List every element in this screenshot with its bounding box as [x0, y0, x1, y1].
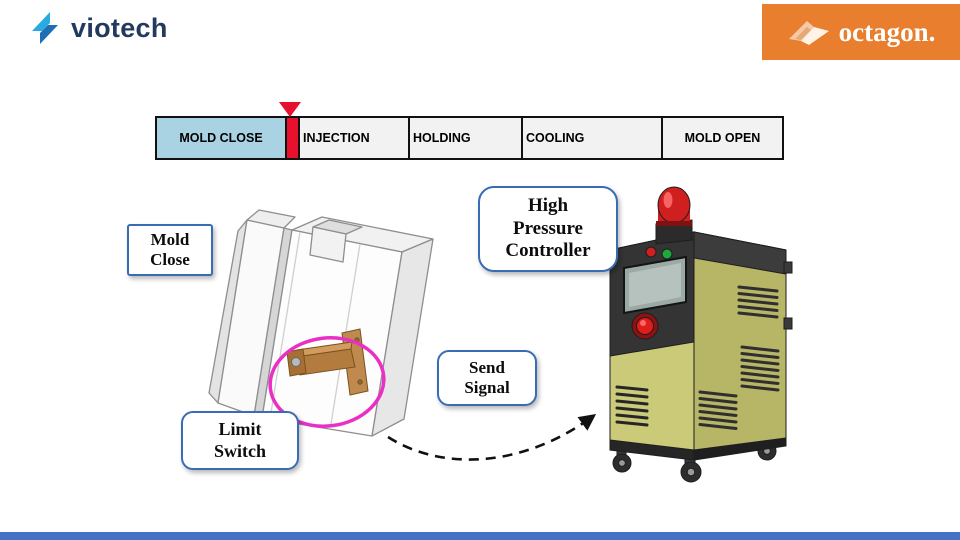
green-indicator-button: [661, 248, 673, 260]
limit-switch-label: Limit Switch: [181, 411, 299, 470]
brand-name: viotech: [71, 12, 168, 43]
mold-close-label: Mold Close: [127, 224, 213, 276]
partner-name: octagon.: [838, 16, 936, 47]
partner-logo: octagon.: [762, 4, 960, 60]
timeline-stage-label: HOLDING: [413, 131, 471, 145]
timeline-stage: INJECTION: [298, 118, 408, 158]
front-vents: [615, 385, 649, 427]
timeline-stage: MOLD CLOSE: [157, 118, 285, 158]
process-timeline: MOLD CLOSE INJECTION HOLDING COOLING MOLD OP…: [155, 116, 784, 160]
timeline-stage: HOLDING: [408, 118, 521, 158]
send-signal-label: Send Signal: [437, 350, 537, 406]
brand-logo: viotech: [26, 9, 168, 47]
controller-illustration: [609, 186, 793, 483]
side-vents: [698, 285, 780, 430]
timeline-stage-label: MOLD OPEN: [684, 131, 761, 145]
limit-switch-highlight: [268, 336, 386, 428]
beacon-light: [657, 186, 691, 224]
red-indicator-button: [645, 246, 657, 258]
footer-bar: [0, 532, 960, 540]
timeline-stage: COOLING: [521, 118, 661, 158]
octagon-bird-icon: [788, 21, 829, 45]
stage-marker-icon: [279, 102, 301, 117]
limit-switch-illustration: [286, 328, 369, 396]
timeline-stage: MOLD OPEN: [661, 118, 782, 158]
high-pressure-controller-label: High Pressure Controller: [478, 186, 618, 272]
mold-illustration: [208, 209, 434, 437]
timeline-stage-label: MOLD CLOSE: [179, 131, 263, 145]
timeline-stage: [285, 118, 298, 158]
signal-arrow: [387, 414, 597, 461]
timeline-stage-label: INJECTION: [303, 131, 370, 145]
timeline-stage-label: COOLING: [526, 131, 585, 145]
viotech-bolt-icon: [32, 12, 58, 44]
